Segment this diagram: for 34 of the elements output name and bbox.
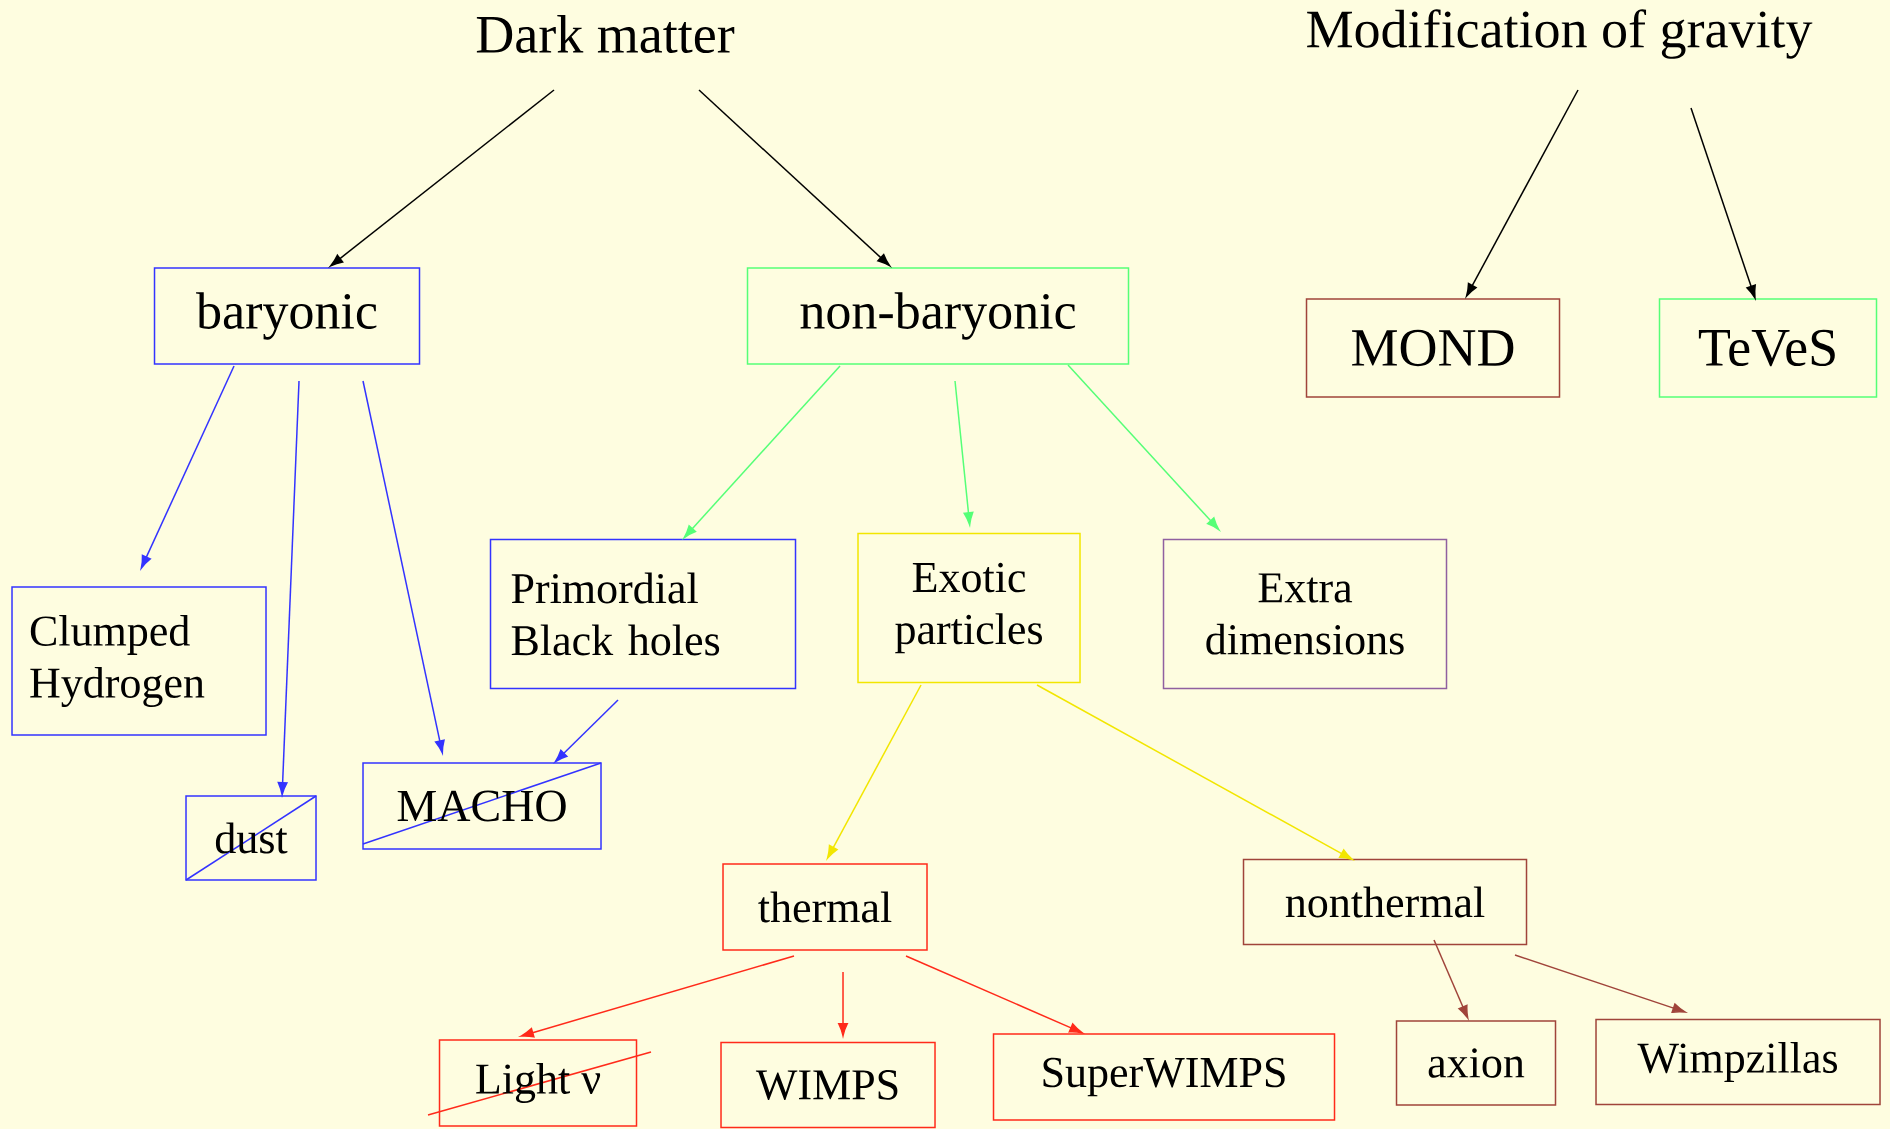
category-box: MOND [1305,298,1561,398]
arrow [1067,364,1220,531]
category-heading: Modification of gravity [1307,9,1813,59]
arrow [1514,954,1686,1013]
category-box: Wimpzillas [1595,1018,1881,1106]
arrow [838,971,848,1037]
category-box: axion [1395,1020,1557,1106]
category-box: Exotic particles [857,532,1081,684]
arrow [1465,89,1579,297]
category-box: nonthermal [1242,858,1528,946]
arrow [1433,939,1469,1019]
arrow [698,89,891,267]
category-heading: Dark matter [476,15,735,53]
category-box: Primordial Black holes [489,538,797,690]
arrow [362,380,445,754]
arrow [140,365,235,569]
arrow [905,955,1083,1034]
arrow [329,89,555,267]
arrow [954,380,974,526]
category-box: WIMPS [720,1041,936,1129]
arrow [826,684,922,859]
category-box: non-baryonic [746,267,1130,365]
category-box: TeVeS [1658,298,1878,398]
arrow [520,955,795,1038]
category-box: baryonic [153,267,421,365]
category-box: SuperWIMPS [992,1033,1336,1121]
arrow [1690,107,1756,299]
category-box: Clumped Hydrogen [11,586,267,736]
category-box: Extra dimensions [1162,538,1448,690]
arrow [554,699,619,763]
arrow [1036,684,1353,861]
category-box: thermal [722,863,928,951]
arrow [277,380,300,796]
arrow [683,365,841,539]
